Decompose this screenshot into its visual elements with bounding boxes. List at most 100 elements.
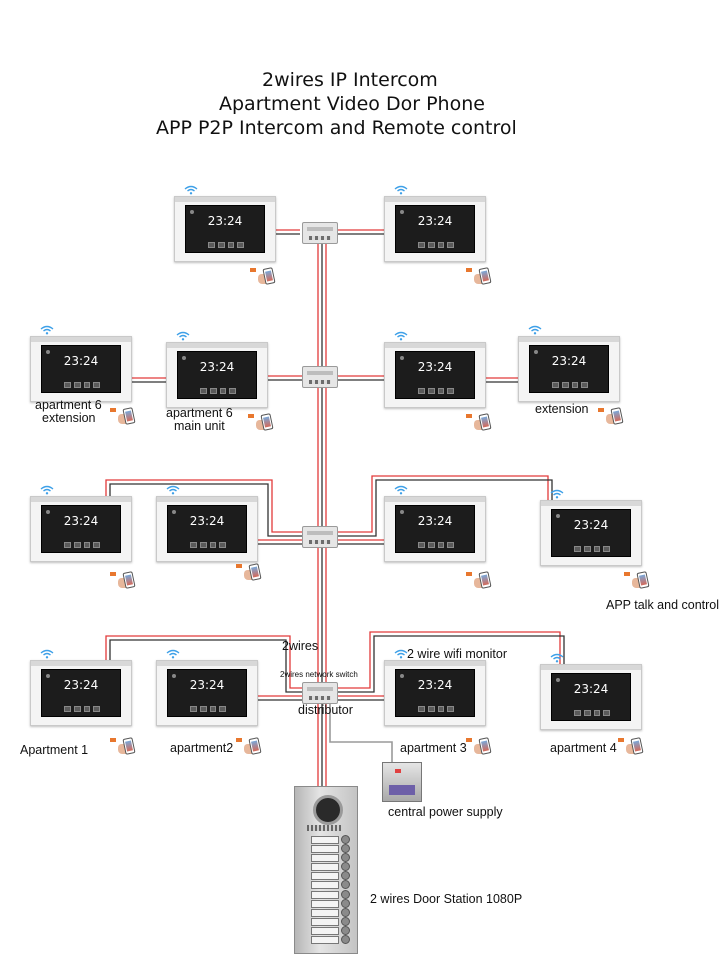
label-extension: extension: [535, 402, 589, 416]
label-apartment-1: Apartment 1: [20, 743, 89, 757]
smartphone-app-icon: [110, 571, 138, 590]
wifi-icon: [166, 482, 180, 495]
wifi-icon: [40, 482, 54, 495]
monitor-menu-icons: [64, 706, 100, 712]
call-button-row: [311, 835, 351, 844]
label-apartment6-main-line1: apartment 6: [166, 406, 233, 420]
camera-dot-icon: [400, 674, 404, 678]
distributor-box: [302, 366, 338, 388]
smartphone-app-icon: [110, 407, 138, 426]
camera-dot-icon: [556, 514, 560, 518]
smartphone-app-icon: [248, 413, 276, 432]
monitor-top-bar: [385, 497, 485, 502]
label-apartment6-extension-line2: extension: [42, 411, 96, 425]
monitor-top-bar: [157, 661, 257, 666]
wifi-icon: [394, 482, 408, 495]
row4-wire-far-left: [105, 635, 304, 689]
call-button-icon: [341, 862, 350, 872]
call-button-row: [311, 844, 351, 854]
monitor-screen: 23:24: [41, 505, 121, 553]
monitor-clock: 23:24: [417, 514, 453, 528]
row4-wire-far-left-dark: [109, 639, 304, 693]
name-plate: [311, 908, 339, 917]
smartphone-app-icon: [236, 563, 264, 582]
call-button-row: [311, 862, 351, 872]
call-button-icon: [341, 907, 350, 917]
central-power-supply-unit: [382, 762, 422, 802]
label-distributor: distributor: [298, 703, 353, 717]
row3-wire-far-left-dark: [109, 483, 304, 537]
smartphone-app-icon: [110, 737, 138, 756]
name-plate: [311, 917, 339, 926]
monitor-top-bar: [167, 343, 267, 348]
smartphone-app-icon: [598, 407, 626, 426]
label-apartment6-extension-line1: apartment 6: [35, 398, 102, 412]
distributor-box: [302, 222, 338, 244]
monitor-clock: 23:24: [573, 518, 609, 532]
call-button-list: [311, 835, 351, 945]
indoor-monitor: 23:24: [156, 496, 258, 562]
indoor-monitor: 23:24: [30, 336, 132, 402]
label-apartment6-main-line2: main unit: [174, 419, 225, 433]
call-button-icon: [341, 844, 350, 854]
call-button-row: [311, 871, 351, 881]
row4-wire-far-right: [338, 631, 561, 689]
smartphone-app-icon: [618, 737, 646, 756]
speaker-grille: [307, 825, 343, 831]
smartphone-app-icon: [466, 737, 494, 756]
label-apartment-4: apartment 4: [550, 741, 617, 755]
monitor-screen: 23:24: [167, 669, 247, 717]
indoor-monitor: 23:24: [30, 496, 132, 562]
monitor-screen: 23:24: [185, 205, 265, 253]
monitor-screen: 23:24: [395, 205, 475, 253]
monitor-screen: 23:24: [177, 351, 257, 399]
name-plate: [311, 899, 339, 908]
wifi-icon: [184, 182, 198, 195]
name-plate: [311, 881, 339, 890]
label-door-station: 2 wires Door Station 1080P: [370, 892, 523, 906]
wifi-icon: [394, 328, 408, 341]
camera-dot-icon: [400, 210, 404, 214]
wifi-icon: [176, 328, 190, 341]
name-plate: [311, 936, 339, 945]
monitor-top-bar: [519, 337, 619, 342]
power-supply-label-plate: [389, 785, 415, 795]
title-line-2: Apartment Video Dor Phone: [219, 93, 485, 115]
monitor-screen: 23:24: [395, 351, 475, 399]
monitor-top-bar: [175, 197, 275, 202]
monitor-top-bar: [31, 661, 131, 666]
call-button-row: [311, 907, 351, 917]
monitor-screen: 23:24: [529, 345, 609, 393]
monitor-top-bar: [31, 497, 131, 502]
monitor-menu-icons: [418, 706, 454, 712]
monitor-menu-icons: [190, 542, 226, 548]
distributor-box: [302, 526, 338, 548]
monitor-clock: 23:24: [573, 682, 609, 696]
call-button-icon: [341, 916, 350, 926]
monitor-clock: 23:24: [189, 514, 225, 528]
call-button-icon: [341, 835, 350, 844]
label-central-power-supply: central power supply: [388, 805, 503, 819]
call-button-icon: [341, 853, 350, 863]
label-network-switch: 2wires network switch: [280, 670, 358, 679]
call-button-row: [311, 898, 351, 908]
monitor-top-bar: [385, 343, 485, 348]
title-line-1: 2wires IP Intercom: [262, 69, 438, 91]
indoor-monitor: 23:24: [174, 196, 276, 262]
monitor-menu-icons: [190, 706, 226, 712]
call-button-row: [311, 935, 351, 945]
monitor-clock: 23:24: [551, 354, 587, 368]
monitor-top-bar: [31, 337, 131, 342]
camera-dot-icon: [556, 678, 560, 682]
call-button-row: [311, 916, 351, 926]
camera-dot-icon: [182, 356, 186, 360]
call-button-icon: [341, 889, 350, 899]
call-button-row: [311, 853, 351, 863]
monitor-menu-icons: [418, 388, 454, 394]
camera-dot-icon: [400, 510, 404, 514]
label-2wires: 2wires: [282, 639, 319, 653]
wifi-icon: [550, 650, 564, 663]
call-button-icon: [341, 925, 350, 935]
label-wifi-monitor: 2 wire wifi monitor: [407, 647, 508, 661]
